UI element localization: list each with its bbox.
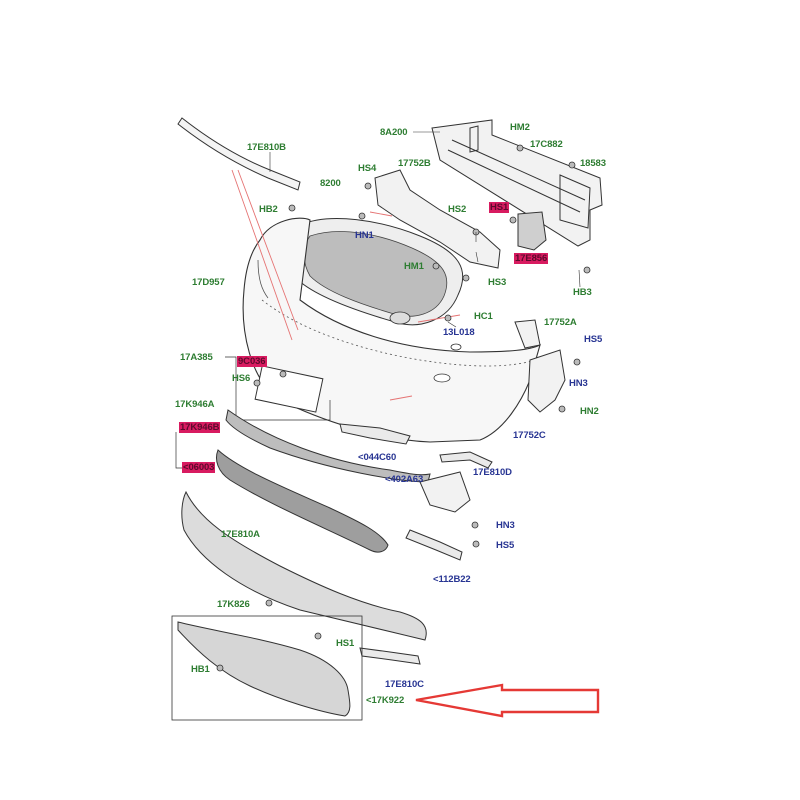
radiator-grille-part xyxy=(290,218,464,326)
label-13L018: 13L018 xyxy=(443,327,475,338)
fasteners xyxy=(216,144,591,672)
undertray-part xyxy=(181,490,427,641)
label-HS3: HS3 xyxy=(488,277,507,288)
label-8200: 8200 xyxy=(320,178,341,189)
reinforcement-beam-part xyxy=(431,119,603,247)
label-17A385: 17A385 xyxy=(180,352,213,363)
label-17E810D: 17E810D xyxy=(473,467,512,478)
skid-plate-box xyxy=(171,615,363,721)
label-HN3-bottom: HN3 xyxy=(496,520,515,531)
label-17E810C: 17E810C xyxy=(385,679,424,690)
label-17D957: 17D957 xyxy=(192,277,225,288)
label-17K826: 17K826 xyxy=(217,599,250,610)
corner-trim-part xyxy=(439,451,493,469)
upper-lower-grille-part xyxy=(225,409,431,483)
label-HS6: HS6 xyxy=(232,373,251,384)
label-17C882: 17C882 xyxy=(530,139,563,150)
label-17752B: 17752B xyxy=(398,158,431,169)
label-HS5-top: HS5 xyxy=(584,334,603,345)
label-17752A: 17752A xyxy=(544,317,577,328)
upper-trim-strip-part xyxy=(177,117,301,191)
label-17E856-highlighted: 17E856 xyxy=(514,253,549,264)
mounting-bracket-part xyxy=(419,471,471,513)
label-HS1-highlighted: HS1 xyxy=(489,202,510,213)
label-HS2: HS2 xyxy=(448,204,467,215)
lower-grille-part xyxy=(216,449,389,553)
label-HS5-bottom: HS5 xyxy=(496,540,515,551)
label-HB2: HB2 xyxy=(259,204,278,215)
red-callout-lines xyxy=(231,169,461,401)
label-8A200: 8A200 xyxy=(380,127,408,138)
leader-lines xyxy=(447,232,581,328)
lower-trim-strip-part xyxy=(359,647,421,665)
label-HN1: HN1 xyxy=(355,230,374,241)
label-17K922: <17K922 xyxy=(366,695,405,706)
label-18583: 18583 xyxy=(580,158,606,169)
support-bracket-part xyxy=(374,169,501,269)
label-HM2: HM2 xyxy=(510,122,530,133)
label-HN2: HN2 xyxy=(580,406,599,417)
fog-lamp-trim-part xyxy=(339,423,411,445)
label-402A63: <402A63 xyxy=(385,474,424,485)
label-112B22: <112B22 xyxy=(433,574,471,585)
label-HS1: HS1 xyxy=(336,638,355,649)
label-17K946A: 17K946A xyxy=(175,399,215,410)
label-HS4: HS4 xyxy=(358,163,377,174)
label-HC1: HC1 xyxy=(474,311,493,322)
lower-side-trim-part xyxy=(405,529,463,561)
label-HB1: HB1 xyxy=(191,664,210,675)
label-9C036-highlighted: 9C036 xyxy=(237,356,267,367)
side-bracket-part xyxy=(514,319,566,413)
highlight-arrow xyxy=(415,683,600,718)
label-044C60: <044C60 xyxy=(358,452,397,463)
label-06003-highlighted: <06003 xyxy=(182,462,216,473)
label-17752C: 17752C xyxy=(513,430,546,441)
label-17E810B: 17E810B xyxy=(247,142,286,153)
label-17E810A: 17E810A xyxy=(221,529,260,540)
label-17K946B-highlighted: 17K946B xyxy=(179,422,221,433)
label-HN3-top: HN3 xyxy=(569,378,588,389)
grille-bracket-part xyxy=(517,211,547,251)
label-HM1: HM1 xyxy=(404,261,424,272)
skid-plate-part xyxy=(177,621,351,717)
label-HB3: HB3 xyxy=(573,287,592,298)
